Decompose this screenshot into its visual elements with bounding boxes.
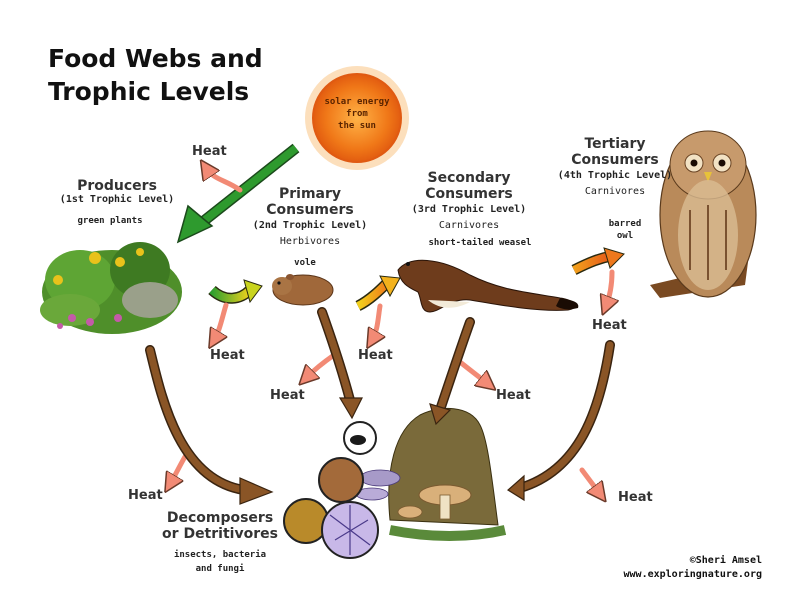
transfer-arrow-primary-secondary	[355, 275, 401, 311]
decomposition-arrows-fill	[146, 308, 614, 494]
barred-owl-icon	[650, 130, 757, 298]
transfer-arrow-secondary-tertiary	[571, 247, 625, 275]
primary-consumers-label: Primary Consumers (2nd Trophic Level) He…	[252, 186, 368, 247]
secondary-example: short-tailed weasel	[428, 238, 532, 248]
heat-label: Heat	[618, 490, 653, 505]
sun-icon	[305, 66, 409, 170]
heat-label: Heat	[270, 388, 305, 403]
heat-arrows	[170, 168, 612, 494]
solar-energy-arrow	[176, 143, 300, 244]
tertiary-consumers-label: Tertiary Consumers (4th Trophic Level) C…	[557, 136, 673, 197]
heat-label: Heat	[128, 488, 163, 503]
decomposers-label: Decomposers or Detritivores	[162, 510, 278, 542]
decomposition-arrowheads	[239, 397, 525, 505]
secondary-consumers-label: Secondary Consumers (3rd Trophic Level) …	[411, 170, 527, 231]
heat-label: Heat	[210, 348, 245, 363]
credit: ©Sheri Amsel www.exploringnature.org	[623, 555, 762, 580]
vole-icon	[272, 274, 334, 306]
transfer-arrow-producers-primary	[208, 279, 263, 304]
decomposers-scene-icon	[283, 407, 507, 559]
green-plants-icon	[40, 242, 182, 334]
heat-label: Heat	[358, 348, 393, 363]
heat-label: Heat	[192, 144, 227, 159]
short-tailed-weasel-icon	[397, 259, 579, 313]
decomposition-arrows	[145, 307, 615, 495]
primary-example: vole	[294, 258, 316, 268]
heat-label: Heat	[592, 318, 627, 333]
page-title: Food Webs and Trophic Levels	[48, 44, 263, 106]
producers-label: Producers (1st Trophic Level)	[59, 178, 175, 205]
heat-label: Heat	[496, 388, 531, 403]
producers-example: green plants	[77, 216, 143, 226]
